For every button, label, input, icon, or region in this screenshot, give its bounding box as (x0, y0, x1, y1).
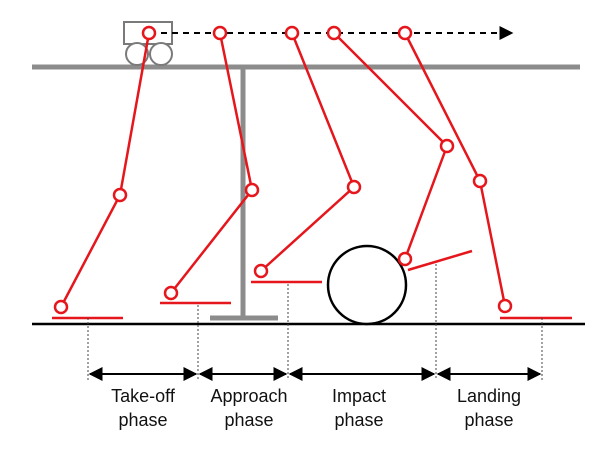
ankle-joint (253, 263, 269, 279)
hip-joint (397, 25, 413, 41)
leg-landing (397, 25, 572, 320)
phase-label-landing-line2: phase (464, 410, 513, 430)
knee-joint (244, 182, 260, 198)
phase-label-impact-line2: phase (334, 410, 383, 430)
hip-joint (212, 25, 228, 41)
ankle-joint (163, 285, 179, 301)
ankle-joint (53, 299, 69, 315)
knee-joint (112, 187, 128, 203)
ankle-joint (397, 251, 413, 267)
phase-label-takeoff-line2: phase (118, 410, 167, 430)
hip-joint (326, 25, 342, 41)
knee-joint (439, 138, 455, 154)
knee-joint (472, 173, 488, 189)
phase-label-approach-line1: Approach (210, 386, 287, 406)
phase-label-impact-line1: Impact (332, 386, 386, 406)
ankle-joint (497, 298, 513, 314)
phase-label-landing-line1: Landing (457, 386, 521, 406)
obstacle-ball (326, 244, 408, 326)
leg-landing-limb (403, 32, 507, 307)
leg-approach-limb (170, 32, 254, 294)
leg-impact (326, 25, 473, 272)
trolley-wheel-left (125, 42, 149, 66)
knee-joint (346, 179, 362, 195)
hip-joint (284, 25, 300, 41)
leg-approach (160, 25, 260, 305)
trolley-wheel-right (149, 42, 173, 66)
phase-label-takeoff-line1: Take-off (111, 386, 176, 406)
hip-joint (141, 25, 157, 41)
leg-impact-foot (407, 249, 473, 272)
leg-takeoff-limb (59, 32, 151, 308)
phase-label-approach-line2: phase (224, 410, 273, 430)
leg-preimpact (251, 25, 362, 284)
leg-takeoff (52, 25, 157, 320)
